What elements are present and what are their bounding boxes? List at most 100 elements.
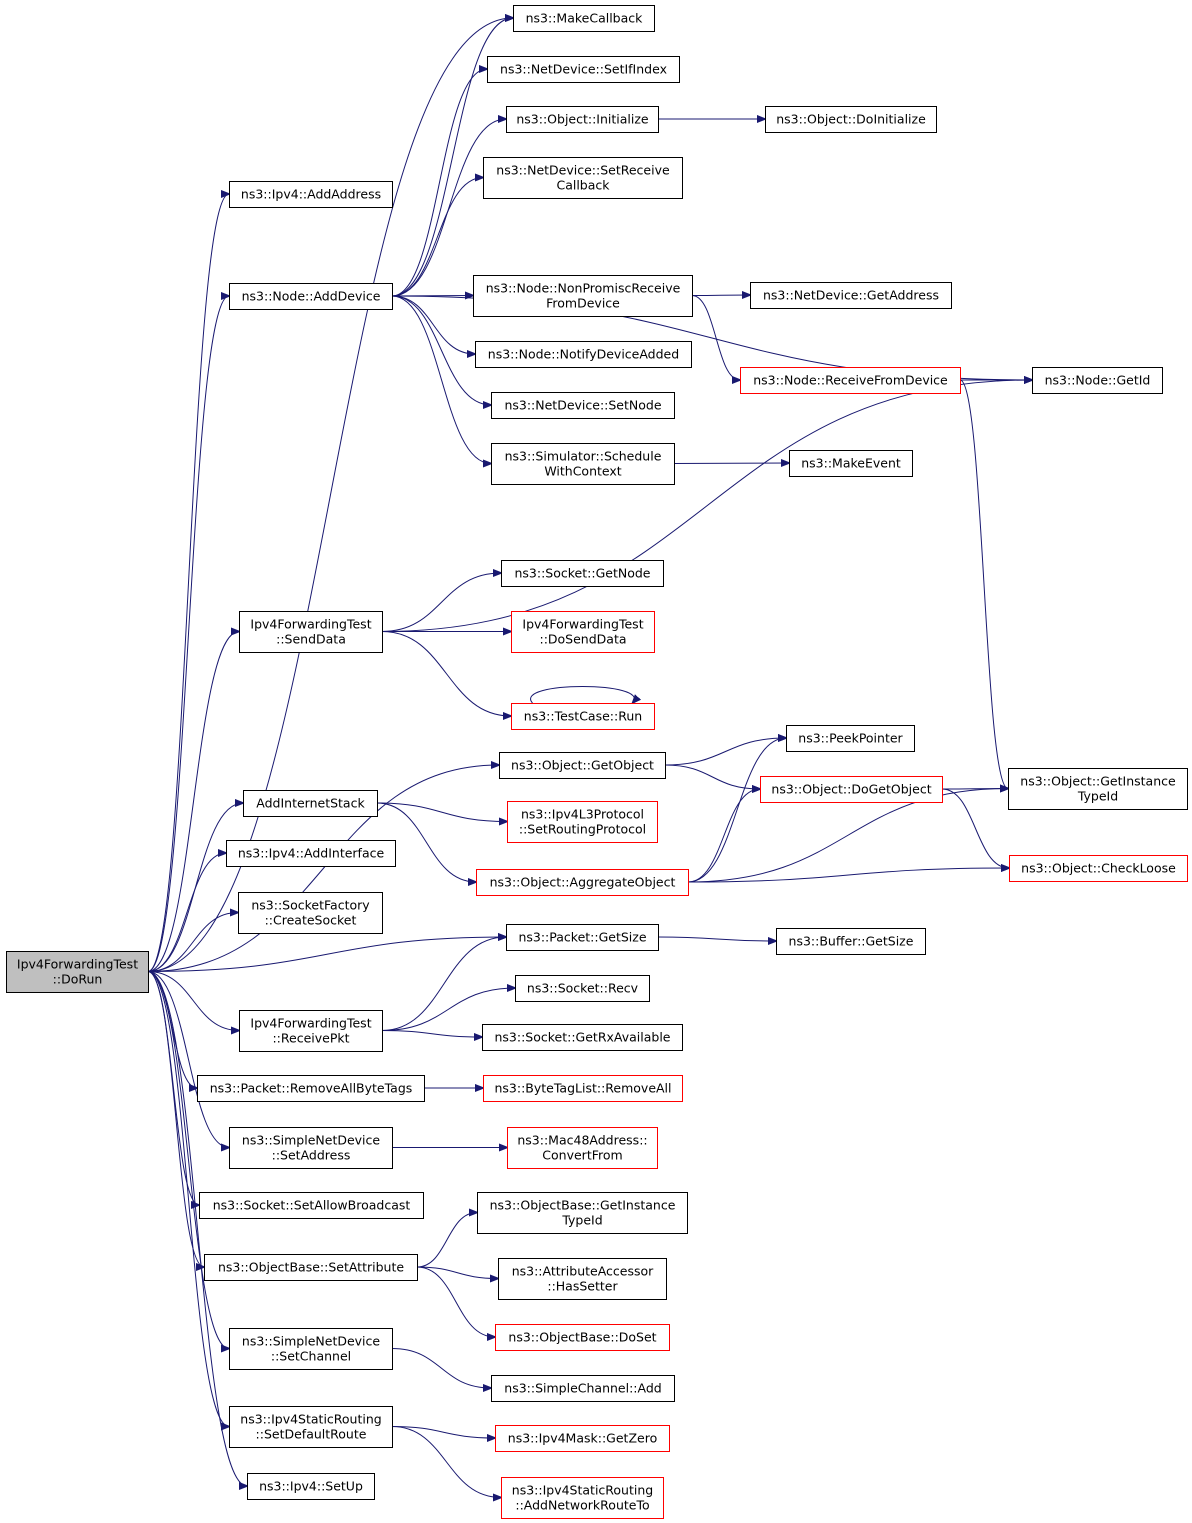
node-label: ConvertFrom — [542, 1148, 622, 1163]
node-attributeaccessor-hassetter[interactable]: ns3::AttributeAccessor::HasSetter — [498, 1258, 667, 1300]
node-label: ns3::Node::GetId — [1045, 373, 1151, 388]
node-ipv4-addinterface[interactable]: ns3::Ipv4::AddInterface — [226, 840, 396, 867]
node-label: ns3::Packet::GetSize — [518, 930, 646, 945]
edge-addinternetstack-to-ipv4l3-setroutingprotocol — [376, 802, 507, 822]
node-bytetaglist-removeall[interactable]: ns3::ByteTagList::RemoveAll — [483, 1075, 683, 1102]
node-object-aggregateobject[interactable]: ns3::Object::AggregateObject — [476, 869, 689, 896]
node-label: ns3::Object::DoInitialize — [776, 112, 926, 127]
node-label: ns3::Ipv4StaticRouting — [240, 1412, 381, 1427]
edge-senddata-to-socket-getnode — [381, 573, 501, 632]
node-root[interactable]: Ipv4ForwardingTest::DoRun — [6, 951, 149, 993]
node-packet-removeallbytetags[interactable]: ns3::Packet::RemoveAllByteTags — [197, 1075, 425, 1102]
node-box — [501, 560, 664, 587]
node-netdevice-setifindex[interactable]: ns3::NetDevice::SetIfIndex — [487, 56, 680, 83]
node-label: ::SetAddress — [272, 1148, 351, 1163]
node-label: Ipv4ForwardingTest — [250, 617, 371, 632]
node-node-adddevice[interactable]: ns3::Node::AddDevice — [229, 283, 393, 310]
node-netdevice-setnode[interactable]: ns3::NetDevice::SetNode — [491, 392, 675, 419]
node-box — [495, 1324, 670, 1351]
node-label: ns3::Ipv4Mask::GetZero — [508, 1431, 657, 1446]
node-label: ns3::Node::ReceiveFromDevice — [753, 373, 948, 388]
node-label: ns3::Object::GetInstance — [1020, 774, 1176, 789]
node-ipv4-setup[interactable]: ns3::Ipv4::SetUp — [247, 1473, 375, 1500]
node-label: Callback — [556, 178, 610, 193]
node-label: ns3::Object::Initialize — [516, 112, 649, 127]
node-node-getid[interactable]: ns3::Node::GetId — [1032, 367, 1163, 394]
node-node-receivefromdevice[interactable]: ns3::Node::ReceiveFromDevice — [740, 367, 961, 394]
node-objectbase-doset[interactable]: ns3::ObjectBase::DoSet — [495, 1324, 670, 1351]
edge-node-adddevice-to-node-nonpromisc — [391, 296, 473, 297]
edge-object-getobject-to-object-dogetobject — [664, 764, 760, 789]
node-box — [491, 1375, 675, 1402]
edge-root-to-simplenetdevice-setaddress — [147, 971, 229, 1148]
node-ipv4mask-getzero[interactable]: ns3::Ipv4Mask::GetZero — [495, 1425, 670, 1452]
node-simplechannel-add[interactable]: ns3::SimpleChannel::Add — [491, 1375, 675, 1402]
node-box — [786, 725, 915, 752]
node-buffer-getsize[interactable]: ns3::Buffer::GetSize — [776, 928, 926, 955]
node-object-doinitialize[interactable]: ns3::Object::DoInitialize — [765, 106, 937, 133]
edge-node-nonpromisc-to-node-receivefromdevice — [691, 295, 740, 381]
node-dosenddata[interactable]: Ipv4ForwardingTest::DoSendData — [511, 611, 655, 653]
node-simplenetdevice-setchannel[interactable]: ns3::SimpleNetDevice::SetChannel — [229, 1328, 393, 1370]
node-box — [506, 924, 659, 951]
node-packet-getsize[interactable]: ns3::Packet::GetSize — [506, 924, 659, 951]
node-label: ns3::Mac48Address:: — [517, 1133, 647, 1148]
node-object-initialize[interactable]: ns3::Object::Initialize — [506, 106, 659, 133]
node-box — [477, 1192, 688, 1234]
node-box — [760, 776, 943, 803]
node-mac48-convertfrom[interactable]: ns3::Mac48Address::ConvertFrom — [507, 1127, 658, 1169]
node-label: ns3::NetDevice::SetReceive — [496, 163, 670, 178]
node-simplenetdevice-setaddress[interactable]: ns3::SimpleNetDevice::SetAddress — [229, 1127, 393, 1169]
node-ipv4l3-setroutingprotocol[interactable]: ns3::Ipv4L3Protocol::SetRoutingProtocol — [507, 801, 658, 843]
node-ipv4-addaddress[interactable]: ns3::Ipv4::AddAddress — [229, 181, 393, 208]
node-label: ns3::SimpleNetDevice — [242, 1334, 380, 1349]
node-box — [482, 1024, 683, 1051]
edge-testcase-run-to-testcase-run — [530, 686, 635, 704]
node-box — [507, 1127, 658, 1169]
node-node-notifydeviceadded[interactable]: ns3::Node::NotifyDeviceAdded — [475, 341, 692, 368]
edge-node-adddevice-to-netdevice-setnode — [391, 295, 491, 405]
node-receivepkt[interactable]: Ipv4ForwardingTest::ReceivePkt — [239, 1010, 383, 1052]
node-object-checkloose[interactable]: ns3::Object::CheckLoose — [1009, 855, 1188, 882]
node-socket-setallowbroadcast[interactable]: ns3::Socket::SetAllowBroadcast — [199, 1192, 424, 1219]
node-object-getobject[interactable]: ns3::Object::GetObject — [499, 752, 666, 779]
node-peekpointer[interactable]: ns3::PeekPointer — [786, 725, 915, 752]
node-box — [499, 752, 666, 779]
node-ipv4staticrouting-addnetworkrouteto[interactable]: ns3::Ipv4StaticRouting::AddNetworkRouteT… — [501, 1477, 664, 1519]
edge-object-aggregateobject-to-peekpointer — [687, 738, 786, 883]
node-label: ns3::NetDevice::SetIfIndex — [500, 62, 667, 77]
node-label: ::SetRoutingProtocol — [519, 822, 646, 837]
node-socket-recv[interactable]: ns3::Socket::Recv — [515, 975, 650, 1002]
edge-object-aggregateobject-to-object-dogetobject — [687, 789, 760, 883]
node-socketfactory-createsocket[interactable]: ns3::SocketFactory::CreateSocket — [238, 892, 383, 934]
edge-objectbase-setattribute-to-attributeaccessor-hassetter — [416, 1266, 498, 1279]
node-label: ns3::ObjectBase::GetInstance — [490, 1198, 676, 1213]
node-objectbase-setattribute[interactable]: ns3::ObjectBase::SetAttribute — [204, 1254, 418, 1281]
node-senddata[interactable]: Ipv4ForwardingTest::SendData — [239, 611, 383, 653]
node-testcase-run[interactable]: ns3::TestCase::Run — [511, 703, 655, 730]
node-label: ::CreateSocket — [265, 913, 357, 928]
edge-object-dogetobject-to-object-checkloose — [941, 788, 1009, 868]
node-object-dogetobject[interactable]: ns3::Object::DoGetObject — [760, 776, 943, 803]
edge-root-to-ipv4-addinterface — [147, 853, 226, 972]
node-label: ns3::PeekPointer — [798, 731, 903, 746]
node-makeevent[interactable]: ns3::MakeEvent — [789, 450, 913, 477]
node-box — [229, 283, 393, 310]
node-socket-getnode[interactable]: ns3::Socket::GetNode — [501, 560, 664, 587]
node-netdevice-getaddress[interactable]: ns3::NetDevice::GetAddress — [750, 282, 952, 309]
node-box — [239, 611, 383, 653]
node-socket-getrxavailable[interactable]: ns3::Socket::GetRxAvailable — [482, 1024, 683, 1051]
node-label: ns3::NetDevice::GetAddress — [763, 288, 939, 303]
node-box — [476, 869, 689, 896]
node-label: ns3::Object::DoGetObject — [771, 782, 931, 797]
node-makecallback[interactable]: ns3::MakeCallback — [513, 5, 655, 32]
edge-root-to-packet-removeallbytetags — [147, 971, 197, 1089]
node-ipv4staticrouting-setdefaultroute[interactable]: ns3::Ipv4StaticRouting::SetDefaultRoute — [229, 1406, 393, 1448]
node-box — [1032, 367, 1163, 394]
node-addinternetstack[interactable]: AddInternetStack — [243, 790, 378, 817]
